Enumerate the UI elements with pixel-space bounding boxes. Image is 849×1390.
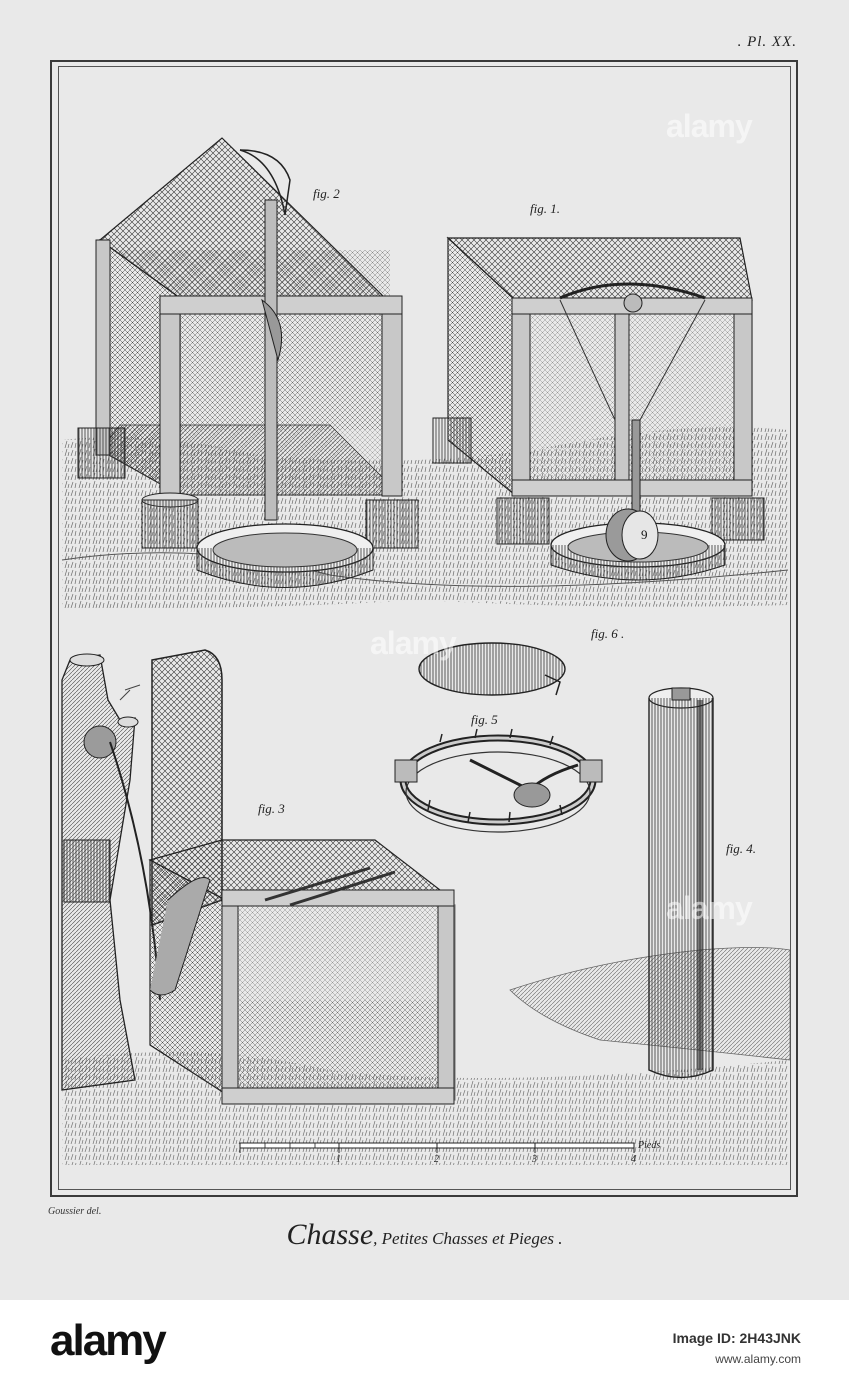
watermark-lower-right: alamy: [666, 890, 753, 926]
watermark-top-right: alamy: [666, 108, 753, 144]
plate-border: [50, 60, 798, 1197]
watermark-center: alamy: [370, 625, 457, 661]
scale-unit: Pieds: [638, 1140, 661, 1151]
engraving-sheet: . Pl. XX. fig. 2 fig. 1. 9 fig. 6 . fig.…: [0, 0, 849, 1300]
plate-number: . Pl. XX.: [737, 34, 797, 50]
stock-url[interactable]: www.alamy.com: [715, 1352, 801, 1366]
scale-tick-4: 4: [631, 1154, 636, 1165]
scale-tick-3: 3: [532, 1154, 537, 1165]
tree-stump-with-pulley: [61, 653, 161, 1091]
stock-footer-bar: [0, 1300, 849, 1390]
fig3-hinged-lid-cage-trap: [148, 649, 456, 1105]
fig3-label: fig. 3: [258, 801, 285, 816]
fig2-label: fig. 2: [313, 186, 340, 201]
stock-logo[interactable]: alamy: [50, 1316, 167, 1365]
fig9-marker: 9: [641, 527, 648, 542]
scale-tick-2: 2: [434, 1154, 439, 1165]
fig6-label: fig. 6 .: [591, 626, 625, 641]
engraving-illustration: [61, 137, 791, 1165]
plate-inner-border: [58, 66, 791, 1190]
fig4-label: fig. 4.: [726, 841, 756, 856]
scale-tick-1: 1: [336, 1154, 341, 1165]
draftsman-credit: Goussier del.: [48, 1206, 102, 1217]
scale-bar: [239, 1142, 635, 1153]
fig4-column: [648, 687, 714, 1079]
fig6-oval-lid: [418, 642, 566, 696]
plate-title-rest: , Petites Chasses et Pieges .: [373, 1229, 563, 1248]
fig1-box-cage-trap: [432, 236, 765, 581]
plate-title: Chasse, Petites Chasses et Pieges .: [0, 1218, 849, 1252]
fig5-label: fig. 5: [471, 712, 498, 727]
fig5-ring-trap: [394, 728, 603, 833]
fig2-net-cage-trap: [77, 137, 419, 588]
fig1-label: fig. 1.: [530, 201, 560, 216]
stock-image-id: Image ID: 2H43JNK: [672, 1330, 801, 1346]
plate-title-main: Chasse: [286, 1218, 374, 1251]
